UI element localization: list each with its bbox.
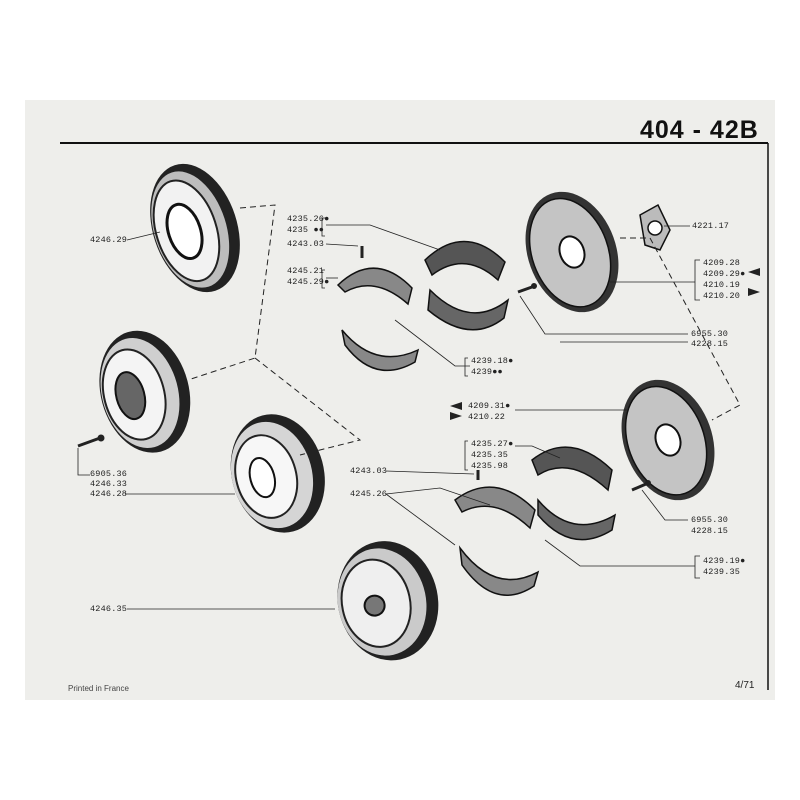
label-bolt-lower-2: 4228.15	[691, 526, 729, 536]
backplate-upper	[525, 191, 619, 313]
leader-lines	[77, 224, 695, 610]
label-shoe-lower-b: 4245.26	[350, 489, 388, 499]
shoe-upper-rear	[427, 288, 510, 331]
label-shoe-upper-a2: 4235 ●●	[287, 225, 325, 235]
label-shoe-lower-a3: 4235.98	[471, 461, 509, 471]
arrow-left-icon	[450, 402, 462, 410]
label-lining-upper-1: 4239.18●	[471, 356, 514, 366]
label-shoe-lower-a2: 4235.35	[471, 450, 509, 460]
drum-lower	[337, 541, 439, 661]
backplate-lower	[621, 379, 715, 501]
label-drum-lower: 4246.35	[90, 604, 128, 614]
label-bolt-upper-2: 4228.15	[691, 339, 729, 349]
label-drum-upper: 4246.29	[90, 235, 128, 245]
label-lining-lower-1: 4239.19●	[703, 556, 746, 566]
lining-lower-bottom	[458, 545, 540, 596]
label-shoe-lower-a1: 4235.27●	[471, 439, 514, 449]
arrow-markers	[450, 268, 760, 420]
label-backplate-lower-1: 4209.31●	[468, 401, 511, 411]
arrow-left-icon	[748, 268, 760, 276]
label-spring-lower: 4243.03	[350, 466, 388, 476]
screw-icon	[77, 434, 105, 448]
label-spring-upper: 4243.03	[287, 239, 325, 249]
lining-upper-bottom	[341, 329, 420, 372]
label-brackets	[321, 217, 700, 579]
shoe-lower-front	[531, 446, 613, 492]
shoe-upper-front	[424, 240, 506, 282]
drum-upper	[150, 163, 240, 293]
construction-lines	[187, 204, 741, 456]
label-drum-hub: 4246.28	[90, 489, 128, 499]
page-number: 4/71	[735, 680, 755, 691]
label-backplate-lower-2: 4210.22	[468, 412, 506, 422]
bolt-upper-icon	[517, 283, 537, 294]
label-backplate-3: 4210.19	[703, 280, 741, 290]
label-backplate-1: 4209.28	[703, 258, 741, 268]
label-shoe-upper-b2: 4245.29●	[287, 277, 330, 287]
arrow-right-icon	[748, 288, 760, 296]
shoe-lower-rear	[537, 497, 617, 541]
drum-middle	[99, 330, 191, 453]
label-cover-plate: 4221.17	[692, 221, 730, 231]
drum-hub-plate	[230, 414, 325, 533]
label-backplate-4: 4210.20	[703, 291, 741, 301]
label-screw: 6905.36	[90, 469, 128, 479]
label-drum-middle: 4246.33	[90, 479, 128, 489]
label-bolt-lower-1: 6955.30	[691, 515, 729, 525]
label-bolt-upper-1: 6955.30	[691, 329, 729, 339]
lining-upper-top	[336, 267, 413, 306]
cover-plate	[639, 203, 671, 251]
label-shoe-upper-a1: 4235.26●	[287, 214, 330, 224]
lining-lower-top	[454, 486, 536, 530]
label-shoe-upper-b1: 4245.21	[287, 266, 325, 276]
printed-note: Printed in France	[68, 684, 129, 693]
label-backplate-2: 4209.29●	[703, 269, 746, 279]
label-lining-lower-2: 4239.35	[703, 567, 741, 577]
label-lining-upper-2: 4239●●	[471, 367, 503, 377]
arrow-right-icon	[450, 412, 462, 420]
page-title: 404 - 42B	[640, 116, 759, 144]
bolt-lower-icon	[631, 480, 651, 492]
